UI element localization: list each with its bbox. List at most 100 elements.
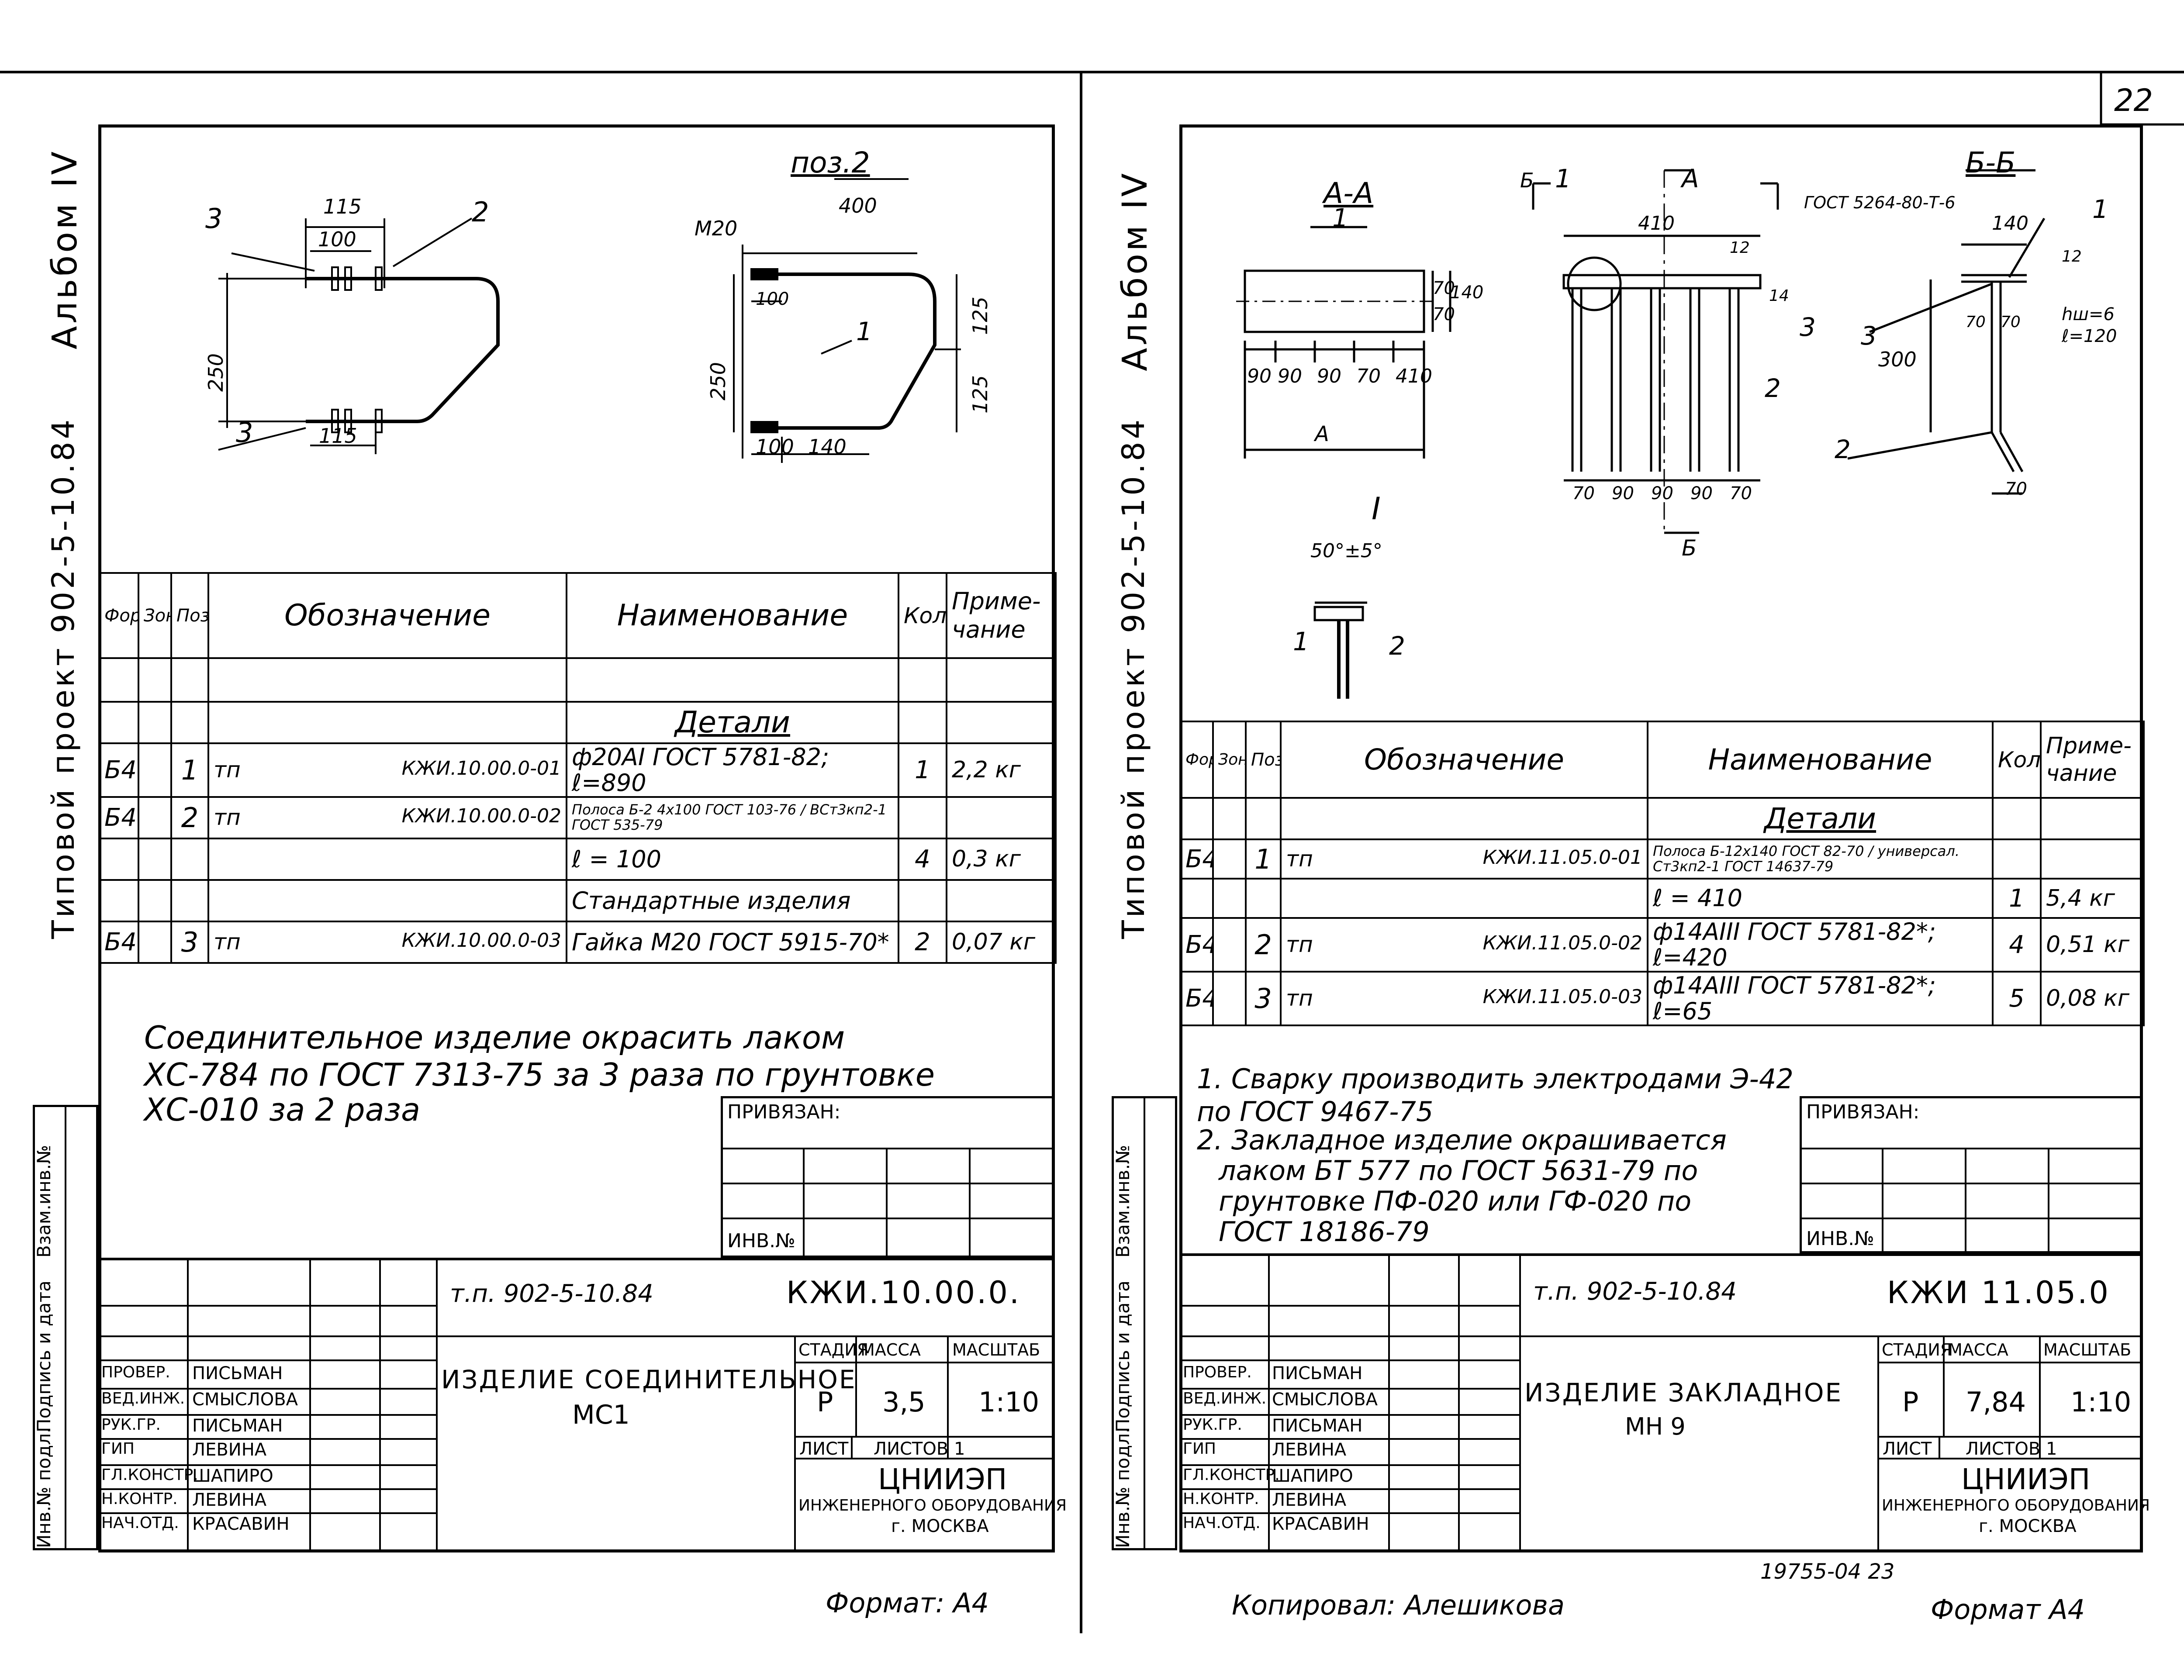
right-spec-cell-zone (1212, 917, 1247, 973)
left-dim: 115 (319, 424, 357, 448)
right-spec-cell-name: Полоса Б-12х140 ГОСТ 82-70 / универсал. … (1647, 838, 1994, 880)
right-spec-section-details: Детали (1647, 797, 1994, 840)
left-dim: М20 (695, 217, 738, 240)
right-spec-cell-name: ℓ = 410 (1647, 878, 1994, 919)
right-spec-cell-code: КЖИ.11.05.0-02 (1482, 932, 1642, 955)
right-dim-label: 2 (1835, 435, 1851, 464)
right-spec-cell-format (1179, 878, 1214, 919)
left-spec-cell-format: Б4 (98, 920, 139, 964)
right-spec-h-name: Наименование (1647, 721, 1994, 799)
right-spec-h-note: Приме- чание (2040, 721, 2145, 799)
right-tb-org1: ЦНИИЭП (1961, 1463, 2091, 1496)
right-dim-label: 70 (2005, 479, 2027, 499)
left-spec-cell-name: Полоса Б-2 4х100 ГОСТ 103-76 / ВСт3кп2-1… (566, 796, 899, 839)
right-privyazan-box (1800, 1096, 2143, 1253)
left-label: 3 (236, 417, 253, 448)
right-tb-tp: т.п. 902-5-10.84 (1533, 1277, 1737, 1306)
left-note-line: ХС-010 за 2 раза (144, 1091, 421, 1128)
right-spec-cell-qty: 5 (1992, 970, 2042, 1026)
left-spec-h-zone: Зона (138, 572, 172, 659)
person-name: ЛЕВИНА (1272, 1490, 1347, 1510)
right-dim-label: А (1315, 422, 1329, 446)
right-tb-stage-h: СТАДИЯ (1882, 1340, 1952, 1359)
left-tb-org2: ИНЖЕНЕРНОГО ОБОРУДОВАНИЯ (798, 1497, 1067, 1514)
person-role: РУК.ГР. (101, 1416, 161, 1434)
left-spec-cell-code: КЖИ.10.00.0-01 (401, 757, 561, 780)
left-spec-cell-qty (898, 879, 947, 922)
person-name: ШАПИРО (192, 1466, 273, 1486)
left-tb-tp: т.п. 902-5-10.84 (450, 1280, 653, 1308)
right-dim-label: 90 (1651, 483, 1673, 504)
left-tb-mass: 3,5 (882, 1386, 926, 1418)
right-inv-label: ИНВ.№ (1806, 1228, 1874, 1250)
right-title-block (1179, 1253, 2143, 1552)
right-spec-cell-note (2040, 838, 2145, 880)
left-tb-org3: г. МОСКВА (891, 1516, 989, 1536)
person-role: Н.КОНТР. (101, 1490, 178, 1508)
right-note-line: 1. Сварку производить электродами Э-42 (1197, 1063, 1794, 1095)
left-spec-h-designation: Обозначение (207, 572, 567, 659)
left-dim: 100 (756, 435, 794, 459)
right-dim-label: ℓ=120 (2062, 326, 2117, 346)
left-spec-cell-designation (207, 879, 567, 922)
right-note-line: грунтовке ПФ-020 или ГФ-020 по (1219, 1185, 1692, 1217)
left-spec-cell-pos: 2 (170, 796, 209, 839)
left-format: Формат: А4 (826, 1587, 989, 1619)
person-name: ЛЕВИНА (192, 1490, 267, 1510)
left-spec-h-format: Формат (98, 572, 139, 659)
right-order-no: 19755-04 23 (1760, 1559, 1895, 1584)
right-dim-label: 90 (1278, 365, 1302, 387)
right-format: Формат А4 (1931, 1594, 2085, 1625)
left-privyazan-box (721, 1096, 1055, 1258)
right-tb-mass: 7,84 (1966, 1386, 2026, 1418)
right-spec-cell-pos: 2 (1245, 917, 1282, 973)
right-spec-cell-qty: 4 (1992, 917, 2042, 973)
right-tb-subtitle: МН 9 (1625, 1413, 1686, 1440)
right-dim-label: 2 (1765, 373, 1781, 403)
right-spec-h-format: Формат (1179, 721, 1214, 799)
left-spec-cell-format: Б4 (98, 796, 139, 839)
right-tb-stage: Р (1902, 1386, 1919, 1418)
left-spec-cell-code: КЖИ.10.00.0-03 (401, 929, 561, 952)
right-dim-label: Б (1682, 535, 1697, 561)
person-role: ВЕД.ИНЖ. (1183, 1390, 1267, 1407)
left-privyazan-grid (721, 1148, 1055, 1258)
right-spec-cell-code: КЖИ.11.05.0-03 (1482, 986, 1642, 1008)
left-spec-cell-note: 2,2 кг (946, 742, 1057, 798)
left-spec-cell-pos: 3 (170, 920, 209, 964)
left-spec-cell-zone (138, 742, 172, 798)
left-tb-sheet: ЛИСТ (799, 1439, 849, 1459)
right-tb-title: ИЗДЕЛИЕ ЗАКЛАДНОЕ (1524, 1378, 1843, 1407)
left-spec-cell-tp: тп (214, 929, 241, 955)
left-spec-cell-name: Стандартные изделия (566, 879, 899, 922)
person-role: НАЧ.ОТД. (1183, 1514, 1261, 1532)
left-label: 1 (856, 317, 872, 346)
left-spec-cell-tp: тп (214, 805, 241, 831)
left-spec-cell-note: 0,07 кг (946, 920, 1057, 964)
left-spec-cell-name: Гайка М20 ГОСТ 5915-70* (566, 920, 899, 964)
left-spec-cell-note (946, 796, 1057, 839)
right-tb-scale: 1:10 (2070, 1386, 2132, 1418)
left-spec-section-details: Детали (566, 701, 899, 744)
right-dim-label: 140 (1450, 283, 1484, 303)
person-name: СМЫСЛОВА (1272, 1390, 1378, 1410)
left-dim: 100 (318, 228, 356, 251)
left-pos2-title: поз.2 (791, 146, 870, 179)
right-spec-cell-zone (1212, 838, 1247, 880)
left-spec-cell-format: Б4 (98, 742, 139, 798)
left-tb-title: ИЗДЕЛИЕ СОЕДИНИТЕЛЬНОЕ (441, 1365, 857, 1394)
left-dim: 115 (323, 195, 362, 218)
right-dim-label: 90 (1317, 365, 1341, 387)
left-spec-cell-qty: 4 (898, 837, 947, 881)
right-sec-bb: Б-Б (1966, 146, 2016, 179)
right-spec-cell-code: КЖИ.11.05.0-01 (1482, 846, 1642, 869)
right-tb-org2: ИНЖЕНЕРНОГО ОБОРУДОВАНИЯ (1882, 1497, 2150, 1514)
right-dim-label: 1 (1332, 203, 1348, 233)
left-spec-cell-zone (138, 796, 172, 839)
right-privyazan-label: ПРИВЯЗАН: (1806, 1101, 1920, 1123)
right-dim-label: 90 (1690, 483, 1713, 504)
right-spec-h-zone: Зона (1212, 721, 1247, 799)
